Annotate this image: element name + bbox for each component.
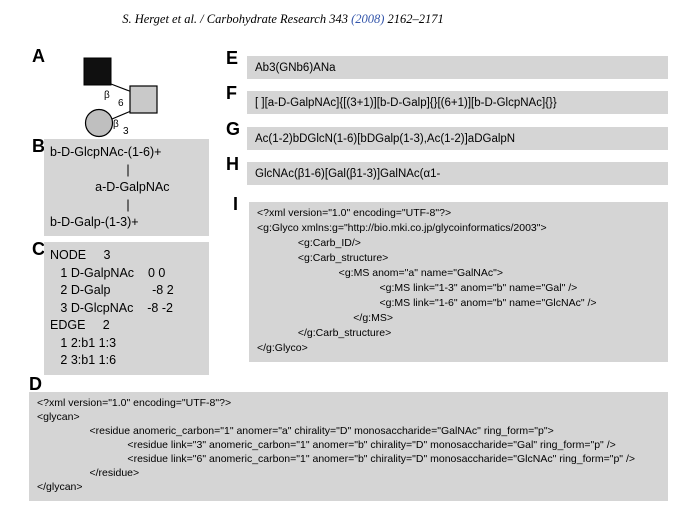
glycan-symbol-diagram: β 6 β 3 <box>83 57 158 138</box>
panel-b-box: b-D-GlcpNAc-(1-6)+ | a-D-GalpNAc | b-D-Ga… <box>44 139 209 236</box>
panel-label-f: F <box>226 83 237 103</box>
iupac-condensed-notation: GlcNAc(β1-6)[Gal(β1-3)]GalNAc(α1- <box>255 167 441 180</box>
panel-label-e: E <box>226 48 239 68</box>
code-line: | <box>50 197 130 212</box>
code-line: <g:Carb_structure> <box>257 252 389 264</box>
panel-e-box: Ab3(GNb6)ANa <box>247 56 668 79</box>
code-line: </glycan> <box>37 481 83 493</box>
panel-label-b: B <box>32 136 45 156</box>
code-line: </g:Carb_structure> <box>257 327 392 339</box>
anomer-label-lower: β <box>113 119 119 130</box>
linearcode-notation: Ab3(GNb6)ANa <box>255 61 336 74</box>
code-line: <g:Glyco xmlns:g="http://bio.mki.co.jp/g… <box>257 222 547 234</box>
journal-year-link[interactable]: (2008) <box>351 12 385 26</box>
code-line: b-D-Galp-(1-3)+ <box>50 215 139 229</box>
panel-h-box: GlcNAc(β1-6)[Gal(β1-3)]GalNAc(α1- <box>247 162 668 185</box>
journal-header: S. Herget et al. / Carbohydrate Research… <box>0 12 566 27</box>
panel-f-box: [ ][a-D-GalpNAc]{[(3+1)][b-D-Galp]{}[(6+… <box>247 91 668 114</box>
code-line: <g:Carb_ID/> <box>257 237 361 249</box>
code-line: 1 2:b1 1:3 <box>50 335 117 350</box>
code-line: 2 D-Galp -8 2 <box>50 283 174 297</box>
code-line: b-D-GlcpNAc-(1-6)+ <box>50 145 162 159</box>
panel-label-h: H <box>226 154 239 174</box>
code-line: 2 3:b1 1:6 <box>50 353 117 367</box>
code-line: </g:MS> <box>257 312 393 324</box>
panel-d-box: <?xml version="1.0" encoding="UTF-8"?> <g… <box>29 392 668 501</box>
linkage-line-3 <box>111 110 132 120</box>
gal-circle-icon <box>84 108 114 138</box>
journal-pages-text: 2162–2171 <box>384 12 444 26</box>
linucs-notation: [ ][a-D-GalpNAc]{[(3+1)][b-D-Galp]{}[(6+… <box>255 96 557 109</box>
code-line: </residue> <box>37 467 140 479</box>
code-line: | <box>50 162 130 177</box>
code-line: <residue link="6" anomeric_carbon="1" an… <box>37 453 635 465</box>
code-line: <g:MS link="1-3" anom="b" name="Gal" /> <box>257 282 578 294</box>
code-line: <g:MS link="1-6" anom="b" name="GlcNAc" … <box>257 297 597 309</box>
panel-g-box: Ac(1-2)bDGlcN(1-6)[bDGalp(1-3),Ac(1-2)]a… <box>247 127 668 150</box>
code-line: <g:MS anom="a" name="GalNAc"> <box>257 267 504 279</box>
code-line: <residue anomeric_carbon="1" anomer="a" … <box>37 425 554 437</box>
code-line: 1 D-GalpNAc 0 0 <box>50 265 166 280</box>
panel-label-g: G <box>226 119 241 139</box>
linkage-line-6 <box>110 83 133 93</box>
code-line: EDGE 2 <box>50 318 110 332</box>
code-line: </g:Glyco> <box>257 342 308 354</box>
bcsdb-notation: Ac(1-2)bDGlcN(1-6)[bDGalp(1-3),Ac(1-2)]a… <box>255 132 516 145</box>
panel-label-i: I <box>233 194 239 214</box>
code-line: a-D-GalpNAc <box>50 180 170 194</box>
code-line: 3 D-GlcpNAc -8 -2 <box>50 300 173 315</box>
position-label-upper: 6 <box>118 98 124 109</box>
galnac-square-icon <box>129 85 158 114</box>
code-line: <?xml version="1.0" encoding="UTF-8"?> <box>37 397 232 409</box>
code-line: <glycan> <box>37 411 80 423</box>
journal-header-text: S. Herget et al. / Carbohydrate Research… <box>122 12 352 26</box>
code-line: NODE 3 <box>50 248 111 262</box>
anomer-label-upper: β <box>104 90 110 101</box>
position-label-lower: 3 <box>123 126 129 137</box>
code-line: <?xml version="1.0" encoding="UTF-8"?> <box>257 207 452 219</box>
panel-i-box: <?xml version="1.0" encoding="UTF-8"?> <g… <box>249 202 668 362</box>
panel-label-c: C <box>32 239 45 259</box>
panel-c-box: NODE 3 1 D-GalpNAc 0 0 2 D-Galp -8 2 3 D… <box>44 242 209 375</box>
panel-label-a: A <box>32 46 45 66</box>
glcnac-square-icon <box>83 57 112 86</box>
panel-label-d: D <box>29 374 42 394</box>
code-line: <residue link="3" anomeric_carbon="1" an… <box>37 439 616 451</box>
